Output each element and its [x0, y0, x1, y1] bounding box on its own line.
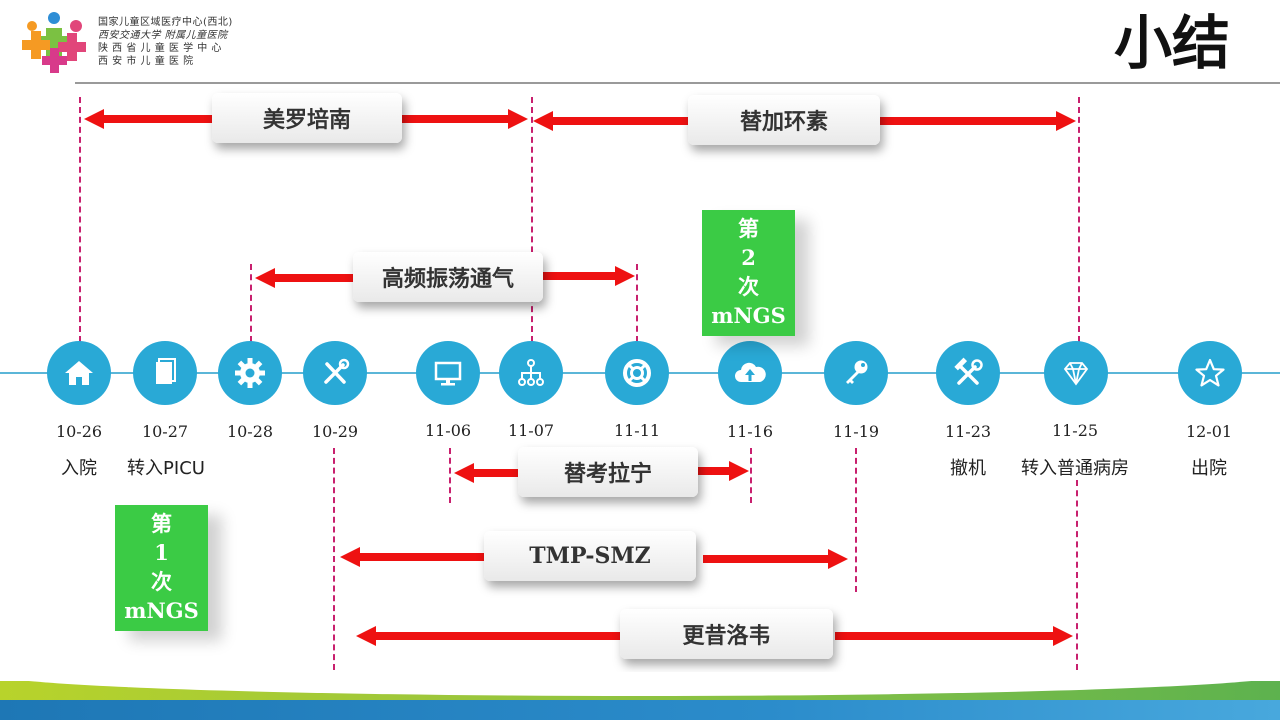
- treatment-arrow-left: [533, 111, 689, 131]
- timeline-node-monitor: [416, 341, 480, 405]
- hospital-name: 国家儿童区域医疗中心(西北) 西安交通大学 附属儿童医院 陕 西 省 儿 童 医…: [98, 16, 233, 68]
- treatment-arrow-right: [697, 461, 749, 481]
- hospital-name-line: 国家儿童区域医疗中心(西北): [98, 17, 233, 28]
- timeline-node-key: [824, 341, 888, 405]
- timeline-node-tools: [303, 341, 367, 405]
- node-event: 转入PICU: [127, 458, 205, 479]
- timeline-node-star: [1178, 341, 1242, 405]
- cloud-upload-icon: [735, 362, 766, 382]
- guide-line: [531, 97, 533, 342]
- node-date: 10-26: [55, 422, 103, 441]
- treatment-label: TMP-SMZ: [484, 531, 696, 581]
- treatment-label: 替加环素: [688, 95, 880, 145]
- key-icon: [846, 360, 868, 384]
- guide-line: [1076, 480, 1078, 670]
- node-event: 转入普通病房: [1021, 458, 1129, 479]
- lifebuoy-icon: [623, 359, 651, 387]
- treatment-arrow-right: [543, 266, 635, 286]
- ngs-marker-text: mNGS: [124, 598, 199, 623]
- treatment-label: 高频振荡通气: [353, 252, 543, 302]
- guide-line: [855, 448, 857, 592]
- ngs-marker-text: 2: [741, 245, 756, 270]
- guide-line: [1078, 97, 1080, 342]
- footer-band-blue: [0, 700, 1280, 720]
- hospital-name-line: 西安交通大学 附属儿童医院: [98, 30, 228, 41]
- guide-line: [333, 448, 335, 670]
- treatment-arrow-left: [454, 463, 520, 483]
- documents-icon: [156, 358, 176, 384]
- header-divider: [75, 82, 1280, 84]
- ngs-marker-text: 次: [738, 274, 759, 299]
- ngs-marker-1: 第 1 次 mNGS: [115, 505, 208, 631]
- star-icon: [1195, 358, 1225, 387]
- treatment-label: 替考拉宁: [518, 447, 698, 497]
- ngs-marker-text: mNGS: [711, 303, 786, 328]
- node-date: 11-11: [613, 421, 661, 440]
- treatment-label: 美罗培南: [212, 93, 402, 143]
- network-icon: [518, 359, 544, 386]
- timeline-node-lifebuoy: [605, 341, 669, 405]
- guide-line: [250, 264, 252, 342]
- gear-icon: [235, 358, 265, 388]
- timeline-node-home: [47, 341, 111, 405]
- page-title: 小结: [1113, 9, 1230, 77]
- home-icon: [65, 361, 93, 385]
- ngs-marker-2: 第 2 次 mNGS: [702, 210, 795, 336]
- tools-icon: [324, 358, 350, 384]
- treatment-arrow-right: [879, 111, 1076, 131]
- node-date: 11-07: [507, 421, 555, 440]
- timeline-node-network: [499, 341, 563, 405]
- treatment-arrow-right: [402, 109, 528, 129]
- hospital-logo: [16, 8, 92, 78]
- hammer-wrench-icon: [954, 357, 983, 385]
- node-event: 入院: [61, 458, 97, 479]
- treatment-label: 更昔洛韦: [620, 609, 833, 659]
- timeline-node-cloud: [718, 341, 782, 405]
- node-date: 11-16: [726, 422, 774, 441]
- treatment-arrow-left: [84, 109, 214, 129]
- node-date: 11-25: [1051, 421, 1099, 440]
- timeline-node-gear: [218, 341, 282, 405]
- node-event: 出院: [1191, 458, 1227, 479]
- node-date: 10-28: [226, 422, 274, 441]
- ngs-marker-text: 次: [151, 569, 172, 594]
- node-date: 11-19: [832, 422, 880, 441]
- treatment-arrow-left: [340, 547, 486, 567]
- guide-line: [79, 97, 81, 342]
- ngs-marker-text: 1: [154, 540, 169, 565]
- ngs-marker-text: 第: [738, 216, 759, 241]
- timeline-node-documents: [133, 341, 197, 405]
- monitor-icon: [434, 361, 462, 386]
- ngs-marker-text: 第: [151, 511, 172, 536]
- guide-line: [750, 448, 752, 503]
- treatment-arrow-right: [835, 626, 1073, 646]
- treatment-arrow-left: [356, 626, 622, 646]
- node-date: 12-01: [1185, 422, 1233, 441]
- timeline-node-hammer: [936, 341, 1000, 405]
- guide-line: [636, 264, 638, 342]
- node-date: 11-23: [944, 422, 992, 441]
- hospital-name-line: 陕 西 省 儿 童 医 学 中 心: [98, 43, 222, 54]
- timeline-node-diamond: [1044, 341, 1108, 405]
- guide-line: [449, 448, 451, 503]
- node-date: 10-29: [311, 422, 359, 441]
- diamond-icon: [1063, 362, 1089, 386]
- node-event: 撤机: [950, 458, 986, 479]
- hospital-name-line: 西 安 市 儿 童 医 院: [98, 56, 194, 67]
- node-date: 11-06: [424, 421, 472, 440]
- treatment-arrow-left: [255, 268, 355, 288]
- node-date: 10-27: [141, 422, 189, 441]
- treatment-arrow-right: [703, 549, 848, 569]
